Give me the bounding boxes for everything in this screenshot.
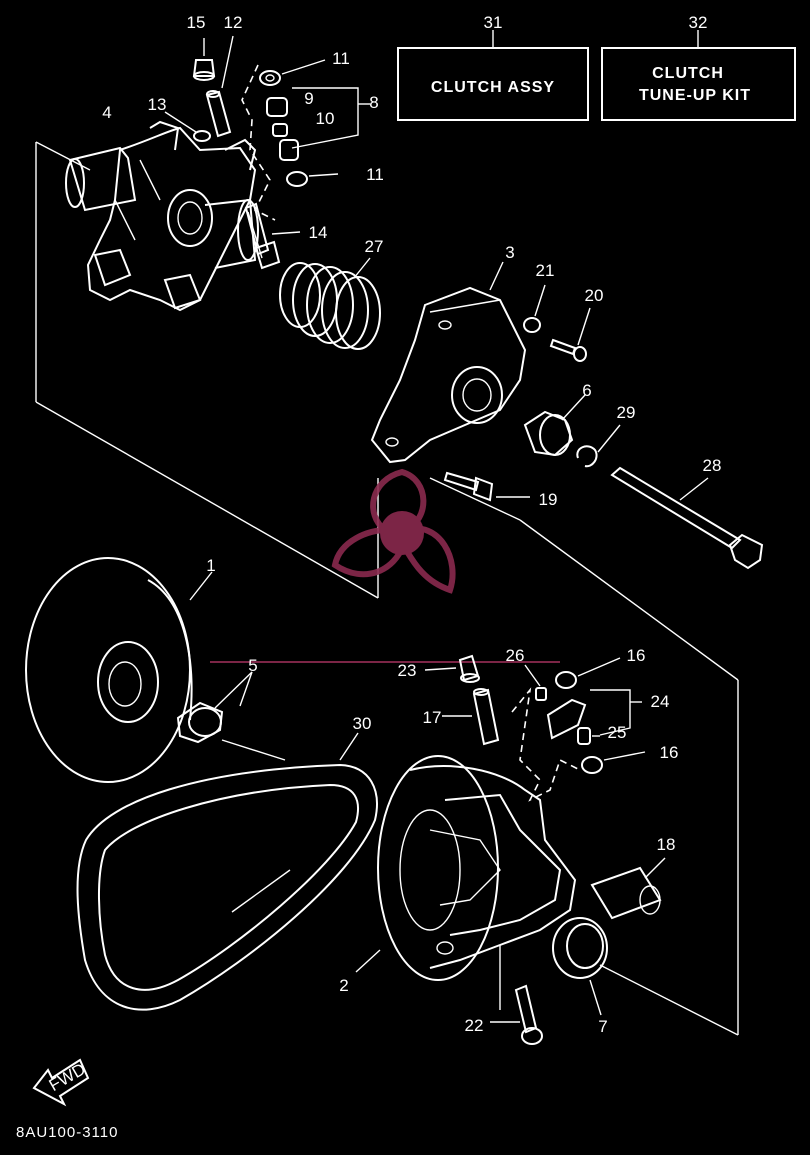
callout-11-bottom: 11 [366,165,384,184]
callout-7: 7 [598,1017,607,1036]
callout-21: 21 [536,261,555,280]
assembly-guide-line [241,64,276,221]
part-29-clip [576,424,621,468]
callout-11-top: 11 [332,49,350,68]
callout-26: 26 [506,646,525,665]
callout-32: 32 [689,13,708,32]
part-24-25-weight-set [546,689,642,745]
callout-5: 5 [248,656,257,675]
part-23-nut [424,654,480,683]
part-4-clutch-spider [65,120,259,312]
part-14-bolt [244,202,301,270]
part-17-pin [442,688,500,746]
callout-31: 31 [484,13,503,32]
part-22-bolt [490,984,543,1045]
callout-4: 4 [102,103,111,122]
callout-30: 30 [353,714,372,733]
callout-10: 10 [316,109,335,128]
callout-22: 22 [465,1016,484,1035]
part-15-nut [192,38,216,81]
callout-15: 15 [187,13,206,32]
drawing-code: 8AU100-3110 [16,1124,118,1141]
part-18-sleeve [590,857,666,920]
forward-direction-arrow: FWD [32,1058,90,1107]
part-28-long-bolt [610,466,764,570]
part-13-bushing [164,111,211,142]
part-26-pin [524,664,547,701]
part-7-bearing [552,917,608,1016]
clutch-tune-up-kit-box: CLUTCH TUNE-UP KIT [601,30,796,121]
part-30-drive-belt [76,732,378,1011]
part-9-10-roller-set [266,87,370,161]
callout-24: 24 [651,692,670,711]
callout-29: 29 [617,403,636,422]
fwd-label: FWD [46,1059,89,1095]
assembly-guide-line-lower [511,687,581,802]
brand-watermark-logo [210,468,560,663]
part-5-bushing [176,671,253,744]
callout-12: 12 [224,13,243,32]
part-16-washer-bottom [581,751,646,774]
callout-8: 8 [369,93,378,112]
part-27-spring [279,257,381,350]
callout-20: 20 [585,286,604,305]
part-21-washer [523,284,546,333]
part-1-sheave [25,557,213,783]
callout-13: 13 [148,95,167,114]
part-20-screw [549,307,591,362]
callout-14: 14 [309,223,328,242]
callout-18: 18 [657,835,676,854]
part-11-washer-bottom [286,171,339,187]
callout-27: 27 [365,237,384,256]
callout-16-top: 16 [627,646,646,665]
tune-up-kit-label-line2: TUNE-UP KIT [639,87,751,104]
clutch-assy-label: CLUTCH ASSY [431,79,555,96]
callout-23: 23 [398,661,417,680]
part-3-clutch-cover [370,261,527,464]
callout-28: 28 [703,456,722,475]
callout-16-bottom: 16 [660,743,679,762]
callout-17: 17 [423,708,442,727]
callout-2: 2 [339,976,348,995]
part-19-screw [443,471,530,502]
callout-1: 1 [206,556,215,575]
part-16-washer-top [555,657,621,689]
callout-3: 3 [505,243,514,262]
callout-9: 9 [304,89,313,108]
part-6-bushing [523,394,586,457]
tune-up-kit-label-line1: CLUTCH [652,65,724,82]
part-11-washer-top [259,59,326,86]
part-2-movable-sheave [355,755,577,1010]
part-12-pin [205,35,234,138]
callout-19: 19 [539,490,558,509]
callout-numbers: 15 12 11 9 8 10 4 13 11 14 27 3 21 20 6 … [102,13,721,1036]
assembly-frame-lines [35,141,739,1036]
callout-25: 25 [608,723,627,742]
callout-6: 6 [582,381,591,400]
clutch-assy-box: CLUTCH ASSY [397,30,589,121]
